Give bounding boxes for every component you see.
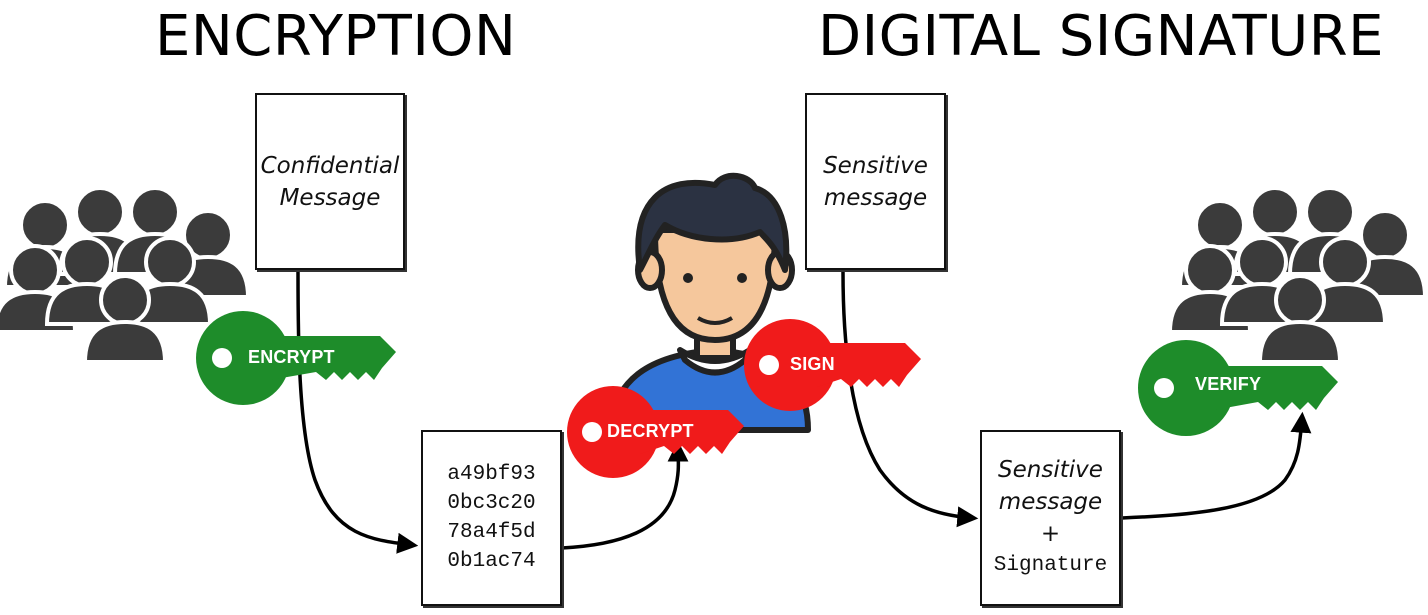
decrypt-key-icon bbox=[567, 386, 744, 478]
sign-key-label: SIGN bbox=[790, 354, 835, 374]
arrow-to-signed bbox=[841, 271, 979, 528]
document-text-line: Confidential bbox=[260, 152, 400, 179]
verify-key-icon bbox=[1138, 340, 1338, 436]
document-text-line: Sensitive bbox=[998, 457, 1103, 483]
verify-key-label: VERIFY bbox=[1195, 374, 1262, 394]
confidential-message-document: Confidential Message bbox=[255, 93, 405, 270]
document-text-line: message bbox=[998, 489, 1103, 515]
document-text-line: Message bbox=[279, 184, 381, 211]
person-avatar-icon bbox=[609, 172, 811, 433]
arrow-to-ciphertext bbox=[296, 271, 419, 554]
signature-text: Signature bbox=[993, 554, 1108, 577]
sign-key-icon bbox=[744, 319, 921, 411]
document-text-line: message bbox=[823, 184, 928, 211]
decrypt-key-label: DECRYPT bbox=[607, 421, 694, 441]
encryption-title: ENCRYPTION bbox=[155, 4, 517, 69]
ciphertext-line: a49bf93 bbox=[447, 463, 536, 486]
ciphertext-document: a49bf93 0bc3c20 78a4f5d 0b1ac74 bbox=[421, 430, 562, 606]
arrow-to-decrypt bbox=[561, 440, 689, 550]
ciphertext-line: 0b1ac74 bbox=[447, 550, 536, 573]
signed-message-document: Sensitive message + Signature bbox=[980, 430, 1121, 606]
right-group-icon bbox=[1168, 186, 1427, 364]
encrypt-key-label: ENCRYPT bbox=[248, 347, 335, 367]
flow-arrows bbox=[296, 271, 1312, 554]
plus-sign: + bbox=[1040, 521, 1061, 547]
encrypt-key-icon bbox=[196, 311, 396, 405]
sensitive-message-document: Sensitive message bbox=[805, 93, 946, 270]
arrow-to-verify bbox=[1121, 411, 1312, 520]
ciphertext-line: 78a4f5d bbox=[447, 521, 536, 544]
ciphertext-line: 0bc3c20 bbox=[447, 492, 536, 515]
document-text-line: Sensitive bbox=[823, 152, 928, 179]
digital-signature-title: DIGITAL SIGNATURE bbox=[818, 4, 1385, 69]
